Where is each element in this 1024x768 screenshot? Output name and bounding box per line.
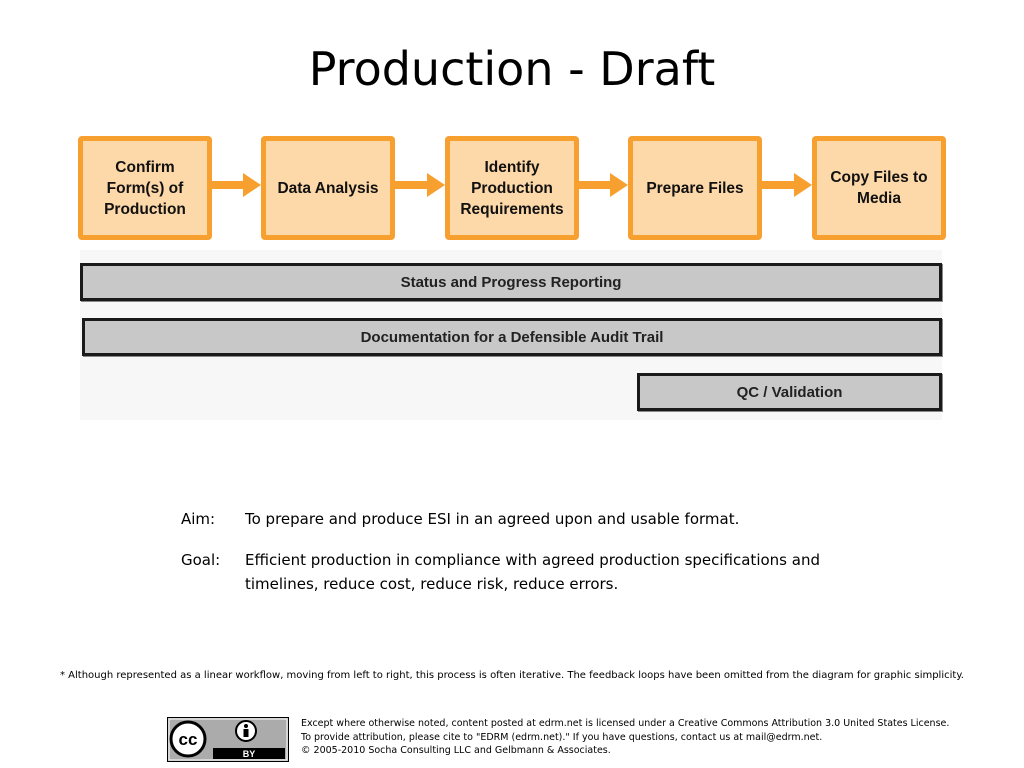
aim-text: To prepare and produce ESI in an agreed … — [245, 510, 740, 528]
attribution-line: To provide attribution, please cite to "… — [301, 731, 823, 743]
arrow-right-icon — [578, 173, 628, 197]
step-copy-files: Copy Files to Media — [812, 136, 946, 240]
copyright-line: © 2005-2010 Socha Consulting LLC and Gel… — [301, 745, 611, 756]
step-confirm-forms: Confirm Form(s) of Production — [78, 136, 212, 240]
bar-label: Status and Progress Reporting — [400, 273, 622, 291]
arrow-right-icon — [762, 173, 812, 197]
arrow-right-icon — [395, 173, 445, 197]
goal-text: Efficient production in compliance with … — [245, 551, 820, 593]
step-label: Identify Production Requirements — [460, 158, 564, 218]
arrow-right-icon — [211, 173, 261, 197]
page-title: Production - Draft — [308, 42, 716, 96]
badge-by-label: BY — [242, 749, 256, 759]
step-prepare-files: Prepare Files — [628, 136, 762, 240]
step-label: Prepare Files — [646, 179, 744, 197]
goal-row: Goal: Efficient production in compliance… — [181, 548, 861, 596]
footnote: * Although represented as a linear workf… — [60, 670, 964, 681]
aim-label: Aim: — [181, 510, 216, 528]
svg-text:cc: cc — [179, 730, 198, 749]
qc-validation-bar: QC / Validation — [637, 373, 942, 411]
creative-commons-icon: cc — [168, 718, 288, 761]
cc-by-badge: cc BY — [167, 717, 289, 762]
status-reporting-bar: Status and Progress Reporting — [80, 263, 942, 301]
license-text: Except where otherwise noted, content po… — [301, 717, 1001, 758]
step-label: Copy Files to Media — [830, 169, 928, 207]
license-line: Except where otherwise noted, content po… — [301, 718, 950, 729]
step-data-analysis: Data Analysis — [261, 136, 395, 240]
step-label: Data Analysis — [277, 179, 379, 197]
aim-row: Aim: To prepare and produce ESI in an ag… — [181, 507, 861, 531]
bar-label: Documentation for a Defensible Audit Tra… — [360, 328, 664, 346]
bar-label: QC / Validation — [736, 383, 843, 401]
step-identify-requirements: Identify Production Requirements — [445, 136, 579, 240]
documentation-bar: Documentation for a Defensible Audit Tra… — [82, 318, 942, 356]
step-label: Confirm Form(s) of Production — [104, 158, 186, 218]
goal-label: Goal: — [181, 551, 221, 569]
